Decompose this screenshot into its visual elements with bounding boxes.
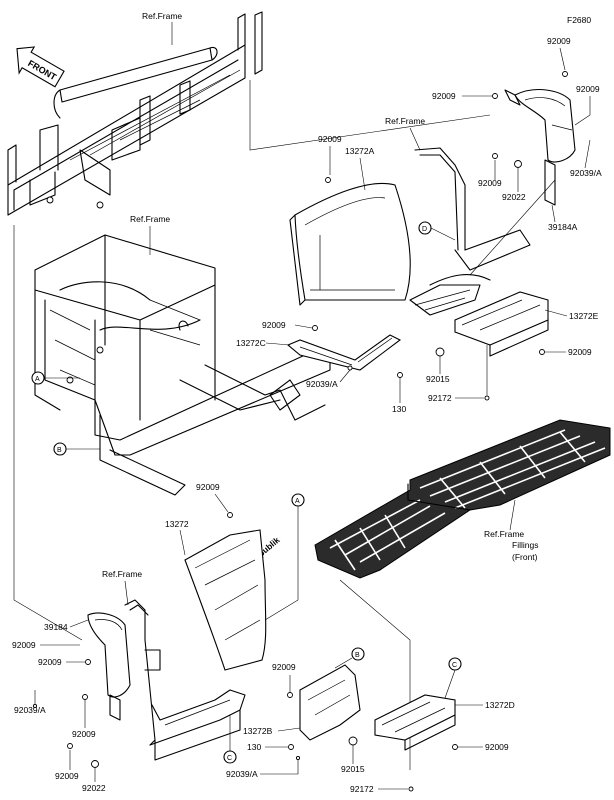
bolt-icon	[227, 512, 233, 518]
fillings-ref-frame-label: Ref.Frame	[484, 529, 524, 539]
ref-frame-right-label: Ref.Frame	[385, 116, 425, 126]
floor-mat	[314, 419, 611, 579]
rear-rack-frame	[7, 11, 263, 216]
bolt-icon	[67, 743, 73, 749]
bolt-icon	[347, 365, 353, 371]
callout-a-left: A	[31, 371, 45, 385]
main-frame	[34, 234, 331, 496]
part-130-b: 130	[247, 742, 261, 752]
bolt-icon	[32, 703, 38, 709]
part-13272c: 13272C	[236, 338, 266, 348]
part-92022-bl: 92022	[82, 783, 106, 793]
screw-icon	[408, 786, 414, 792]
part-92172-m: 92172	[428, 393, 452, 403]
callout-b-left: B	[53, 442, 67, 456]
svg-text:B: B	[355, 652, 360, 659]
svg-text:B: B	[57, 447, 62, 454]
part-92009-bl1: 92009	[12, 640, 36, 650]
part-92015-b: 92015	[341, 764, 365, 774]
clip-icon	[435, 347, 445, 357]
part-13272: 13272	[165, 519, 189, 529]
bolt-icon	[85, 659, 91, 665]
part-92039a-bl: 92039/A	[14, 705, 46, 715]
fender-39184a	[504, 89, 576, 206]
ref-frame-mid-label: Ref.Frame	[130, 214, 170, 224]
splash-guard-13272a	[289, 182, 411, 306]
part-92009-tr1: 92009	[547, 36, 571, 46]
part-13272e-r: 13272E	[569, 311, 599, 321]
part-92009-bl2: 92009	[38, 657, 62, 667]
bolt-icon	[287, 692, 293, 698]
front-arrow-icon: FRONT	[16, 46, 65, 88]
callout-c-right: C	[448, 657, 462, 671]
part-92039a-tr: 92039/A	[570, 168, 602, 178]
part-130-m: 130	[392, 404, 406, 414]
part-13272b: 13272B	[243, 726, 273, 736]
part-13272d: 13272D	[485, 700, 515, 710]
part-39184a: 39184A	[548, 222, 578, 232]
fillings-label: Fillings	[512, 540, 538, 550]
mud-flap-13272	[184, 529, 267, 671]
part-92039a-m: 92039/A	[306, 379, 338, 389]
part-92009-tr2: 92009	[432, 91, 456, 101]
part-92009-bl4: 92009	[55, 771, 79, 781]
callout-a-bottom: A	[291, 493, 305, 507]
part-92009-c1: 92009	[318, 134, 342, 144]
bracket-13272c	[286, 334, 402, 371]
part-39184: 39184	[44, 622, 68, 632]
cover-13272e	[454, 291, 549, 357]
part-92009-br: 92009	[485, 742, 509, 752]
part-92022-tr: 92022	[502, 192, 526, 202]
right-frame-section	[409, 147, 531, 316]
washer-icon	[91, 760, 99, 768]
part-92009-r1: 92009	[568, 347, 592, 357]
svg-text:D: D	[422, 226, 427, 233]
lead-line	[13, 225, 83, 641]
callout-c-left: C	[223, 750, 237, 764]
part-92009-bl3: 92009	[72, 729, 96, 739]
fender-39184	[87, 612, 131, 721]
svg-text:A: A	[35, 376, 40, 383]
bolt-icon	[325, 177, 331, 183]
part-92009-tr3: 92009	[576, 84, 600, 94]
ref-frame-top-label: Ref.Frame	[142, 11, 182, 21]
bolt-icon	[452, 744, 458, 750]
figure-id: F2680	[567, 15, 591, 25]
bottom-left-frame	[124, 599, 246, 761]
part-92039a-b: 92039/A	[226, 769, 258, 779]
svg-text:C: C	[452, 662, 457, 669]
svg-text:C: C	[227, 755, 232, 762]
part-92009-bc: 92009	[272, 662, 296, 672]
bolt-icon	[288, 744, 294, 750]
bolt-icon	[562, 71, 568, 77]
part-13272a: 13272A	[345, 146, 375, 156]
cover-13272d	[374, 694, 456, 751]
callout-b-bottom: B	[351, 647, 365, 661]
bolt-icon	[397, 372, 403, 378]
svg-text:A: A	[295, 498, 300, 505]
fillings-front-label: (Front)	[512, 552, 538, 562]
screw-icon	[484, 395, 490, 401]
bolt-icon	[539, 349, 545, 355]
callout-d: D	[418, 221, 432, 235]
part-92009-m1: 92009	[262, 320, 286, 330]
lead-line	[249, 80, 491, 151]
bolt-icon	[82, 694, 88, 700]
bolt-icon	[295, 755, 301, 761]
part-92015-m: 92015	[426, 374, 450, 384]
bracket-13272b	[299, 664, 361, 741]
washer-icon	[514, 160, 522, 168]
ref-frame-bottom-label: Ref.Frame	[102, 569, 142, 579]
clip-icon	[348, 736, 358, 746]
front-arrow-shape	[16, 46, 65, 88]
part-92172-b: 92172	[350, 784, 374, 794]
bolt-icon	[492, 93, 498, 99]
part-92009-b1: 92009	[196, 482, 220, 492]
part-92009-tr4: 92009	[478, 178, 502, 188]
bolt-icon	[492, 153, 498, 159]
bolt-icon	[312, 325, 318, 331]
